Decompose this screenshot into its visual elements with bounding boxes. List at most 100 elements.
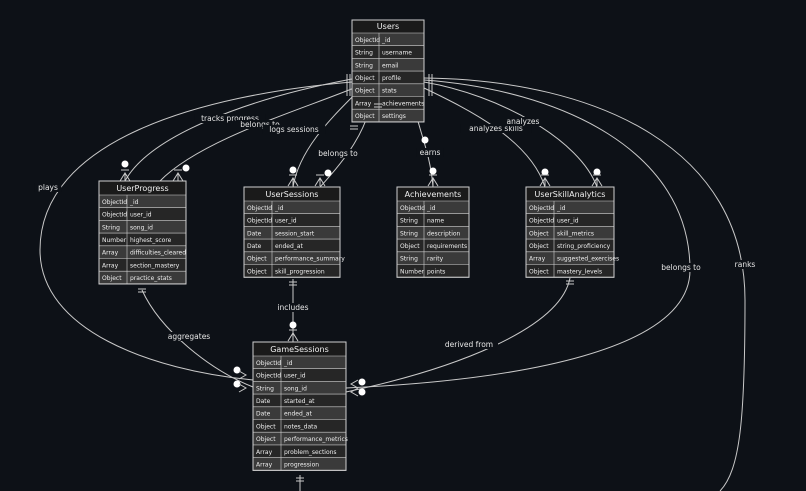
attribute-name: song_id — [130, 224, 153, 231]
label-background — [235, 120, 285, 129]
attribute-row — [352, 58, 424, 72]
one-marker — [346, 88, 351, 96]
edge-ranks — [423, 77, 746, 491]
one-marker — [428, 88, 433, 96]
attribute-name: user_id — [557, 218, 579, 225]
attribute-type: ObjectId — [400, 205, 425, 212]
attribute-row — [244, 251, 340, 265]
label-background — [416, 148, 444, 157]
one-marker — [350, 125, 358, 130]
label-background — [656, 263, 706, 272]
attribute-name: suggested_exercises — [557, 256, 619, 263]
attribute-type: Array — [102, 250, 119, 257]
entity-title: Users — [377, 22, 399, 31]
crows-foot-marker — [539, 174, 551, 187]
zero-marker — [324, 169, 332, 177]
crows-foot-marker — [172, 169, 184, 182]
relationship-label: earns — [420, 148, 441, 157]
attribute-row — [526, 239, 614, 252]
attribute-name: mastery_levels — [557, 268, 602, 275]
attribute-type: ObjectId — [256, 373, 281, 380]
attribute-name: section_mastery — [130, 262, 180, 269]
attribute-type: Object — [247, 268, 267, 275]
attribute-type: String — [400, 230, 418, 237]
attribute-name: difficulties_cleared — [130, 250, 186, 257]
attribute-row — [526, 213, 614, 227]
attribute-row — [253, 419, 346, 433]
entity-border — [351, 19, 425, 123]
attribute-type: String — [256, 385, 274, 392]
attribute-type: ObjectId — [247, 218, 272, 225]
attribute-row — [397, 251, 469, 265]
attribute-type: String — [355, 50, 373, 57]
label-background — [262, 125, 326, 134]
relationship-lines — [39, 77, 746, 491]
attribute-name: notes_data — [284, 423, 317, 430]
one-marker — [289, 281, 297, 286]
attribute-row — [352, 83, 424, 97]
attribute-type: Array — [256, 462, 273, 469]
zero-marker — [233, 366, 241, 374]
attribute-name: email — [382, 62, 399, 69]
attribute-name: user_id — [284, 373, 306, 380]
label-derived-from: derived from — [440, 340, 498, 349]
zero-marker — [421, 136, 429, 144]
attribute-row — [244, 264, 340, 278]
attribute-row — [253, 381, 346, 395]
label-belongs-to-sessions: belongs to — [313, 149, 363, 158]
label-plays: plays — [34, 183, 62, 192]
label-logs-sessions: logs sessions — [262, 125, 326, 134]
attribute-row — [352, 45, 424, 59]
attribute-row — [526, 251, 614, 265]
attribute-row — [99, 207, 186, 221]
zero-marker — [358, 378, 366, 386]
attribute-row — [244, 213, 340, 227]
attribute-type: Array — [102, 262, 119, 269]
attribute-type: ObjectId — [529, 218, 554, 225]
relationship-label: analyzes skills — [469, 124, 523, 133]
relationship-label: belongs to — [318, 149, 358, 158]
relationship-label: belongs to — [240, 120, 280, 129]
attribute-type: Object — [529, 243, 549, 250]
label-background — [503, 117, 543, 126]
attribute-name: practice_stats — [130, 275, 172, 282]
attribute-row — [253, 457, 346, 471]
attribute-name: points — [427, 268, 445, 275]
relationship-label: tracks progress — [201, 114, 259, 123]
attribute-row — [526, 226, 614, 240]
attribute-type: String — [355, 62, 373, 69]
relationship-label: plays — [38, 183, 58, 192]
attribute-row — [352, 71, 424, 84]
one-marker — [428, 81, 433, 89]
attribute-type: ObjectId — [256, 360, 281, 367]
attribute-row — [244, 201, 340, 214]
attribute-type: Number — [400, 268, 425, 275]
attribute-name: progression — [284, 462, 319, 469]
attribute-name: problem_sections — [284, 449, 337, 456]
attribute-name: _id — [274, 205, 284, 212]
attribute-type: Date — [256, 411, 271, 418]
attribute-name: performance_metrics — [284, 436, 348, 443]
entity-border — [98, 180, 187, 285]
attribute-type: String — [400, 256, 418, 263]
attribute-name: song_id — [284, 385, 307, 392]
attribute-row — [253, 444, 346, 458]
attribute-type: Array — [529, 256, 546, 263]
attribute-type: Array — [355, 100, 372, 107]
attribute-row — [352, 96, 424, 110]
attribute-row — [253, 356, 346, 369]
label-aggregates: aggregates — [164, 332, 214, 341]
edge-derived-from — [345, 277, 571, 393]
crows-foot-marker — [427, 174, 439, 187]
zero-marker — [593, 168, 601, 176]
crows-foot-marker — [349, 387, 359, 397]
edge-plays — [39, 81, 353, 381]
attribute-name: settings — [382, 113, 406, 120]
